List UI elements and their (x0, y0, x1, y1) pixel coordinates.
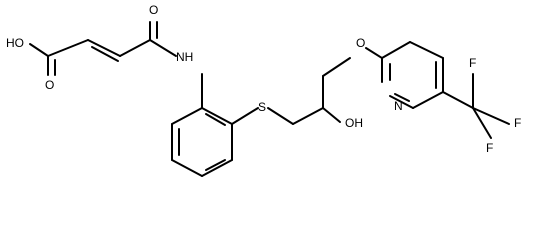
pyridine-ring (381, 41, 444, 109)
bond (171, 107, 203, 125)
atom-label-o-amide: O (149, 3, 158, 17)
bond (292, 107, 324, 125)
bond (442, 91, 474, 109)
atom-label-ho: HO (6, 36, 24, 50)
bond (389, 95, 414, 109)
atom-label-n-pyridine: N (394, 99, 403, 113)
atom-labels: HO O O NH S OH O N F F F (6, 3, 521, 155)
bond (322, 107, 341, 123)
bond (231, 107, 259, 125)
bond (381, 41, 411, 59)
bond (472, 107, 492, 139)
atom-label-oh: OH (345, 116, 363, 130)
trifluoromethyl-group (442, 73, 510, 139)
bond (29, 43, 49, 57)
bond (171, 159, 203, 177)
bond (205, 113, 226, 126)
bond (87, 39, 121, 57)
benzene-ring (171, 73, 259, 177)
bond (201, 107, 233, 125)
bond (409, 41, 444, 59)
bond (91, 46, 119, 62)
bond (47, 39, 89, 57)
atom-label-nh: NH (176, 50, 193, 64)
atom-label-o-ether: O (356, 36, 365, 50)
bond (149, 39, 177, 57)
bond (412, 91, 444, 109)
bond (322, 57, 351, 77)
bond (205, 159, 226, 171)
structure-canvas: HO O O NH S OH O N F F F (6, 3, 521, 177)
atom-label-s: S (258, 100, 266, 114)
atom-label-o-acid: O (45, 78, 54, 92)
chemical-structure-diagram: HO O O NH S OH O N F F F (6, 3, 521, 177)
atom-label-f-top: F (469, 56, 476, 70)
linker-chain (267, 47, 383, 125)
atom-label-f-right: F (514, 116, 521, 130)
bond (267, 107, 294, 125)
acid-side-chain (29, 21, 177, 76)
bond (365, 47, 383, 59)
bond (119, 39, 151, 57)
bond (472, 107, 510, 125)
atom-label-f-bottom: F (486, 141, 493, 155)
bond (201, 159, 233, 177)
bond (394, 93, 410, 102)
